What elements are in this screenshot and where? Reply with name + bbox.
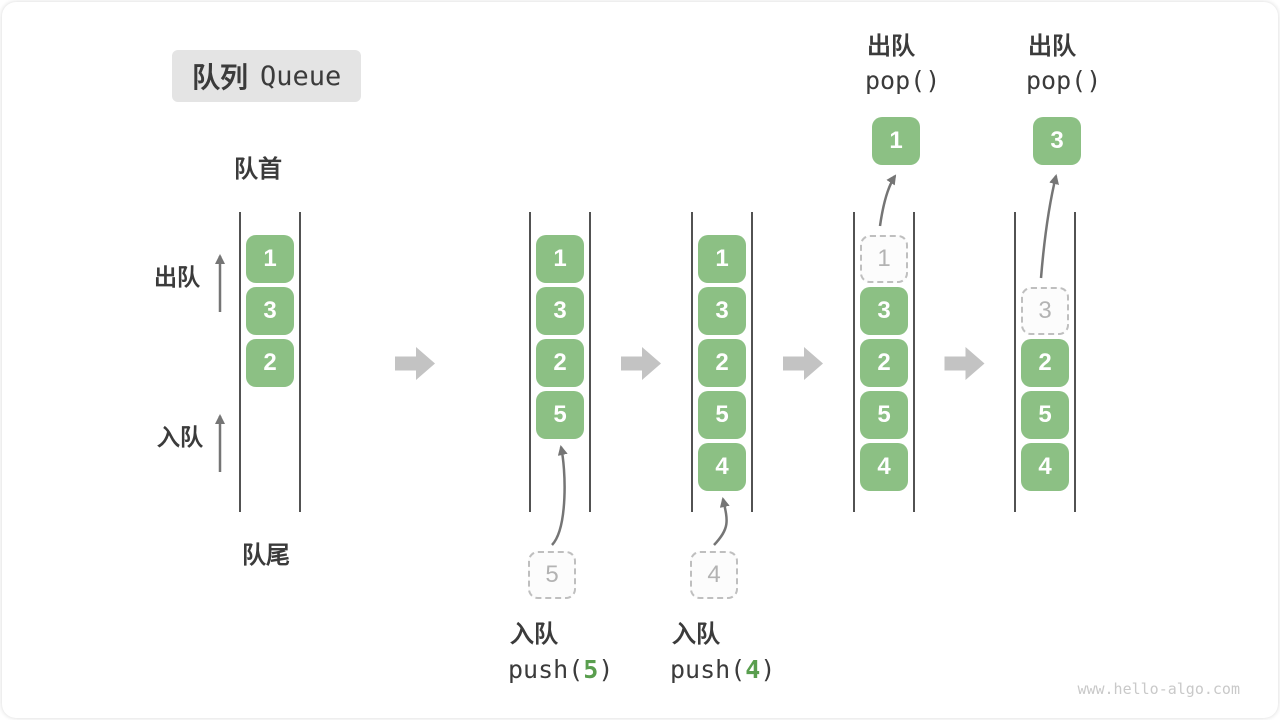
queue-wall-right [751, 212, 753, 512]
state-transition-arrow-icon [395, 347, 435, 380]
diagram-title: 队列 Queue [172, 50, 362, 102]
code-push-close: ) [598, 655, 614, 684]
queue-item-box: 5 [698, 391, 746, 439]
queue-wall-left [691, 212, 693, 512]
dequeue-op-code: pop() [1026, 66, 1102, 95]
dequeue-op-code: pop() [865, 66, 941, 95]
queue-wall-right [913, 212, 915, 512]
dequeue-path-arrow-icon [878, 174, 897, 227]
queue-item-box: 4 [860, 443, 908, 491]
queue-item-box: 2 [698, 339, 746, 387]
queue-wall-right [589, 212, 591, 512]
queue-item-box: 5 [860, 391, 908, 439]
queue-item-box: 3 [698, 287, 746, 335]
dequeue-op-label: 出队 [1028, 33, 1076, 60]
enqueue-path-arrow-icon [713, 497, 730, 546]
label-dequeue-side: 出队 [154, 264, 200, 290]
code-push-open: push( [670, 655, 746, 684]
code-push-close: ) [760, 655, 776, 684]
label-queue-front: 队首 [234, 156, 282, 183]
queue-item-box: 3 [246, 287, 294, 335]
incoming-item-box: 4 [690, 551, 738, 599]
dequeued-item-box: 3 [1033, 117, 1081, 165]
queue-item-box: 2 [246, 339, 294, 387]
queue-item-box: 2 [1021, 339, 1069, 387]
title-chinese: 队列 [192, 62, 249, 93]
queue-wall-right [299, 212, 301, 512]
dequeued-item-box: 1 [872, 117, 920, 165]
title-english: Queue [260, 60, 342, 92]
dequeue-path-arrow-icon [1039, 174, 1059, 279]
queue-item-box: 1 [536, 235, 584, 283]
queue-item-box: 5 [536, 391, 584, 439]
code-push-open: push( [508, 655, 584, 684]
label-enqueue-side: 入队 [157, 424, 203, 450]
queue-item-box: 3 [536, 287, 584, 335]
watermark: www.hello-algo.com [1077, 680, 1240, 698]
queue-wall-left [1014, 212, 1016, 512]
queue-wall-left [239, 212, 241, 512]
enqueue-op-label: 入队 [672, 621, 720, 648]
enqueue-path-arrow-icon [551, 445, 568, 546]
incoming-item-box: 5 [528, 551, 576, 599]
queue-wall-right [1074, 212, 1076, 512]
queue-wall-left [529, 212, 531, 512]
state-transition-arrow-icon [621, 347, 661, 380]
queue-item-box: 4 [698, 443, 746, 491]
enqueue-op-label: 入队 [510, 621, 558, 648]
removed-item-slot: 3 [1021, 287, 1069, 335]
removed-item-slot: 1 [860, 235, 908, 283]
code-push-arg: 5 [583, 655, 599, 684]
queue-item-box: 1 [246, 235, 294, 283]
queue-wall-left [853, 212, 855, 512]
state-transition-arrow-icon [944, 347, 985, 380]
enqueue-op-code: push(4) [670, 656, 775, 684]
code-push-arg: 4 [745, 655, 761, 684]
queue-item-box: 4 [1021, 443, 1069, 491]
enqueue-op-code: push(5) [508, 656, 613, 684]
dequeue-op-label: 出队 [867, 33, 915, 60]
state-transition-arrow-icon [783, 347, 823, 380]
queue-item-box: 5 [1021, 391, 1069, 439]
label-queue-rear: 队尾 [242, 542, 290, 569]
queue-item-box: 1 [698, 235, 746, 283]
queue-item-box: 3 [860, 287, 908, 335]
queue-item-box: 2 [860, 339, 908, 387]
queue-item-box: 2 [536, 339, 584, 387]
